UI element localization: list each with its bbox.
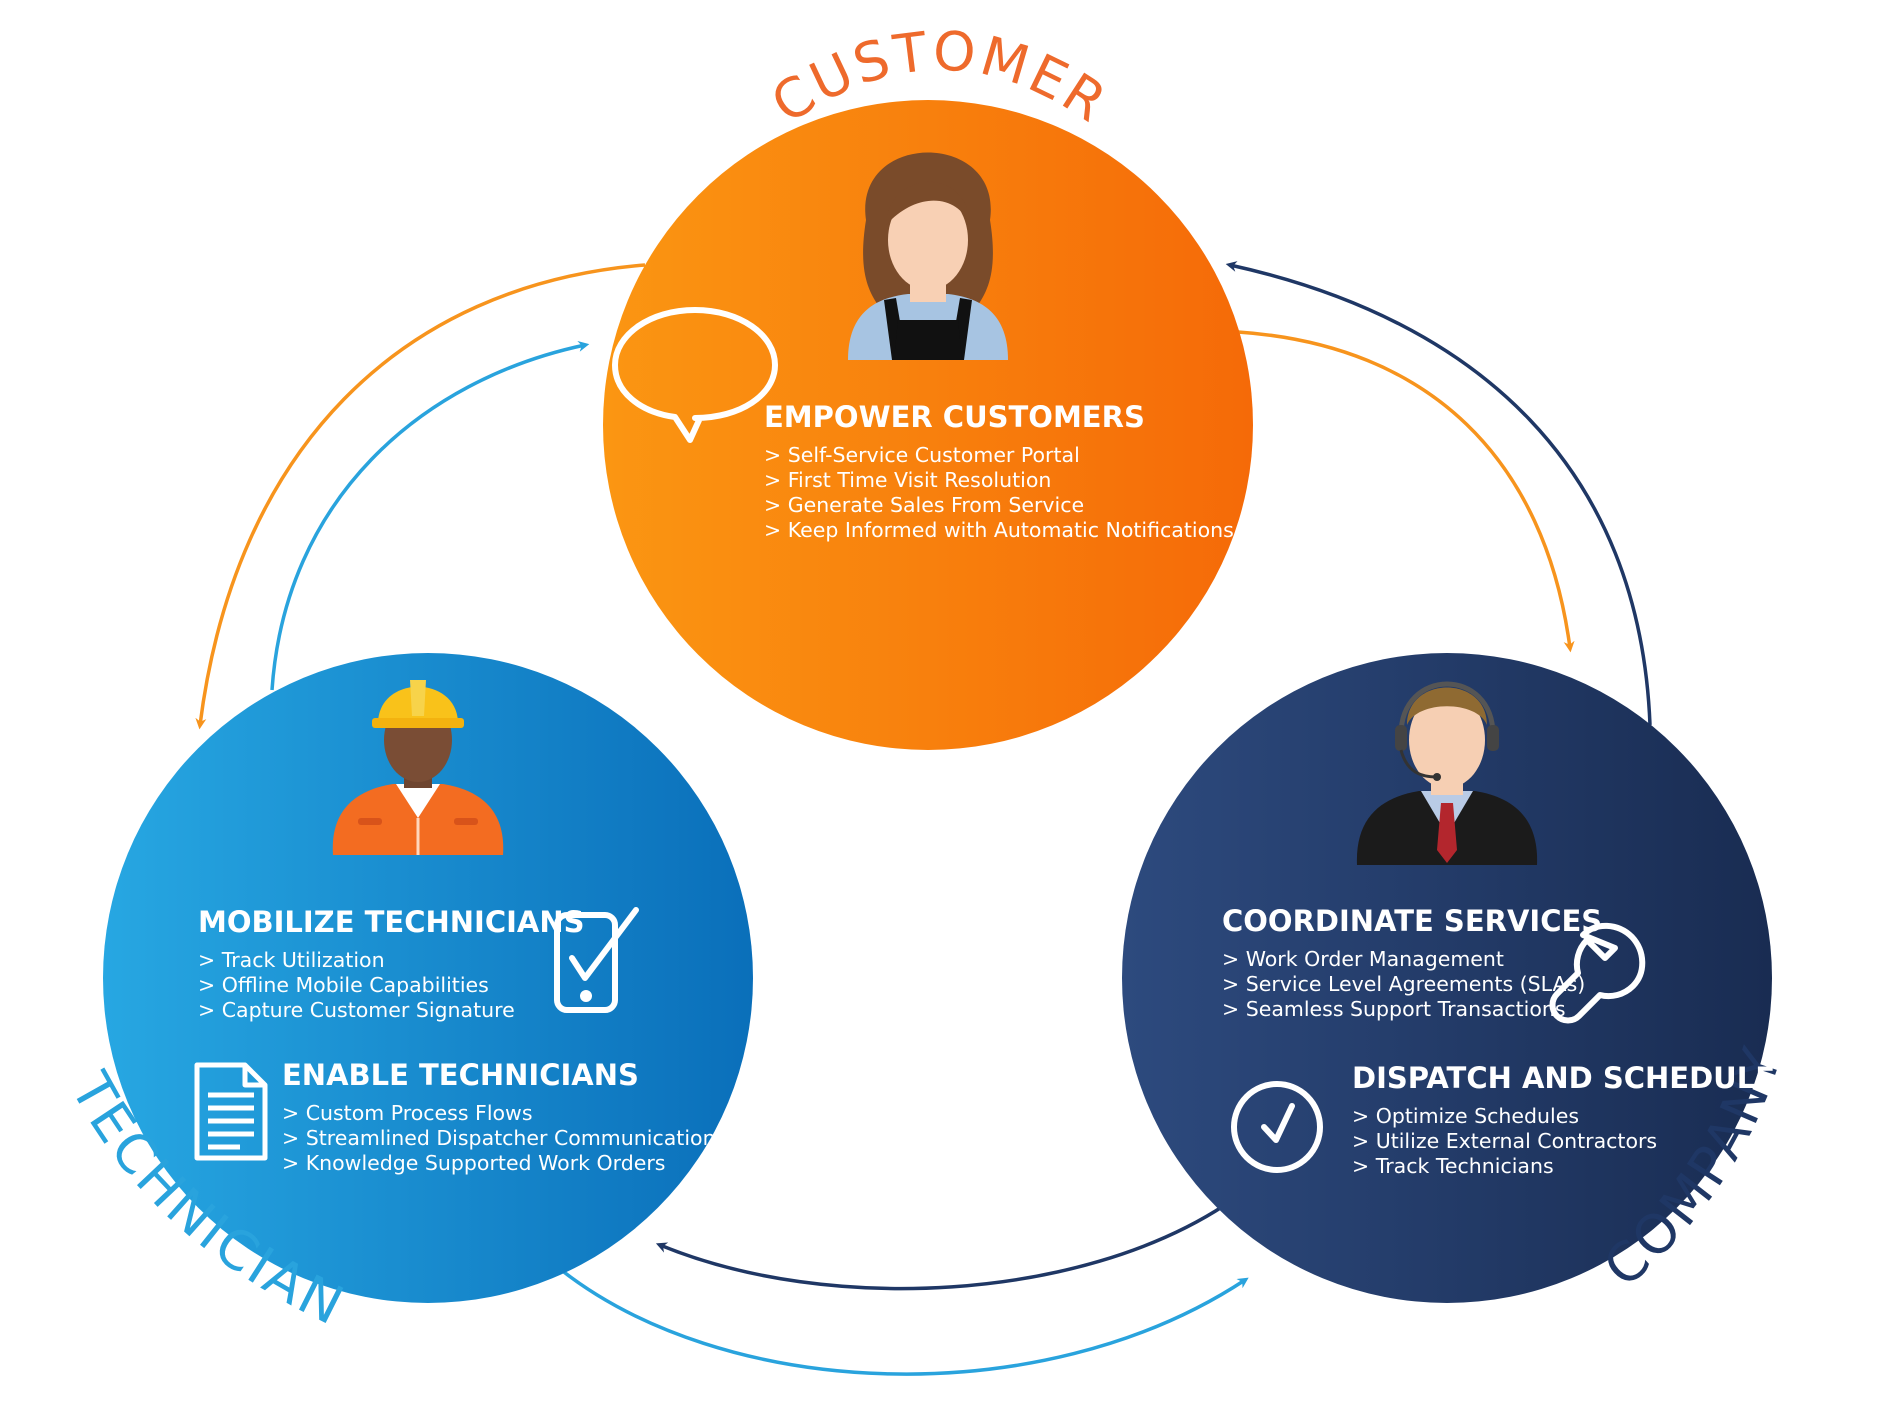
list-item: > Streamlined Dispatcher Communication bbox=[282, 1126, 716, 1150]
connector-arrows bbox=[195, 261, 1652, 1376]
list-item: > Work Order Management bbox=[1222, 947, 1504, 971]
dispatch-and-schedule-section: DISPATCH AND SCHEDULE > Optimize Schedul… bbox=[1352, 1061, 1775, 1178]
mobilize-technicians-section: MOBILIZE TECHNICIANS > Track Utilization… bbox=[198, 905, 585, 1022]
enable-technicians-section: ENABLE TECHNICIANS > Custom Process Flow… bbox=[282, 1058, 716, 1175]
coordinate-services-section: COORDINATE SERVICES > Work Order Managem… bbox=[1222, 904, 1602, 1021]
empower-customers-section: EMPOWER CUSTOMERS > Self-Service Custome… bbox=[764, 400, 1234, 542]
document-icon bbox=[194, 1062, 268, 1161]
speech-bubble-icon bbox=[612, 307, 778, 443]
clock-check-icon bbox=[1231, 1081, 1323, 1173]
list-item: > Utilize External Contractors bbox=[1352, 1129, 1657, 1153]
wrench-icon bbox=[1549, 922, 1646, 1024]
arrow-company-to-customer bbox=[1225, 261, 1652, 726]
arrow-customer-to-technician bbox=[195, 263, 646, 730]
company-circle bbox=[1122, 653, 1772, 1303]
arrow-customer-to-company bbox=[1237, 330, 1575, 653]
woman-apron-icon bbox=[848, 152, 1008, 360]
agent-headset-icon bbox=[1356, 681, 1538, 865]
list-item: > Offline Mobile Capabilities bbox=[198, 973, 489, 997]
list-item: > Service Level Agreements (SLAs) bbox=[1222, 972, 1585, 996]
arrow-technician-to-customer bbox=[270, 340, 590, 691]
list-item: > Optimize Schedules bbox=[1352, 1104, 1579, 1128]
list-item: > Custom Process Flows bbox=[282, 1101, 533, 1125]
section-heading: EMPOWER CUSTOMERS bbox=[764, 400, 1145, 434]
list-item: > Track Technicians bbox=[1352, 1154, 1554, 1178]
section-heading: ENABLE TECHNICIANS bbox=[282, 1058, 639, 1092]
list-item: > Self-Service Customer Portal bbox=[764, 443, 1080, 467]
phone-check-icon bbox=[554, 907, 639, 1013]
list-item: > First Time Visit Resolution bbox=[764, 468, 1051, 492]
list-item: > Track Utilization bbox=[198, 948, 385, 972]
list-item: > Keep Informed with Automatic Notificat… bbox=[764, 518, 1234, 542]
section-heading: MOBILIZE TECHNICIANS bbox=[198, 905, 585, 939]
list-item: > Seamless Support Transactions bbox=[1222, 997, 1566, 1021]
arrow-technician-to-company bbox=[553, 1263, 1249, 1376]
arrow-company-to-technician bbox=[655, 1203, 1226, 1291]
section-heading: COORDINATE SERVICES bbox=[1222, 904, 1602, 938]
list-item: > Generate Sales From Service bbox=[764, 493, 1084, 517]
list-item: > Capture Customer Signature bbox=[198, 998, 515, 1022]
list-item: > Knowledge Supported Work Orders bbox=[282, 1151, 665, 1175]
customer-circle bbox=[603, 100, 1253, 750]
worker-hardhat-icon bbox=[332, 680, 504, 855]
section-heading: DISPATCH AND SCHEDULE bbox=[1352, 1061, 1775, 1095]
